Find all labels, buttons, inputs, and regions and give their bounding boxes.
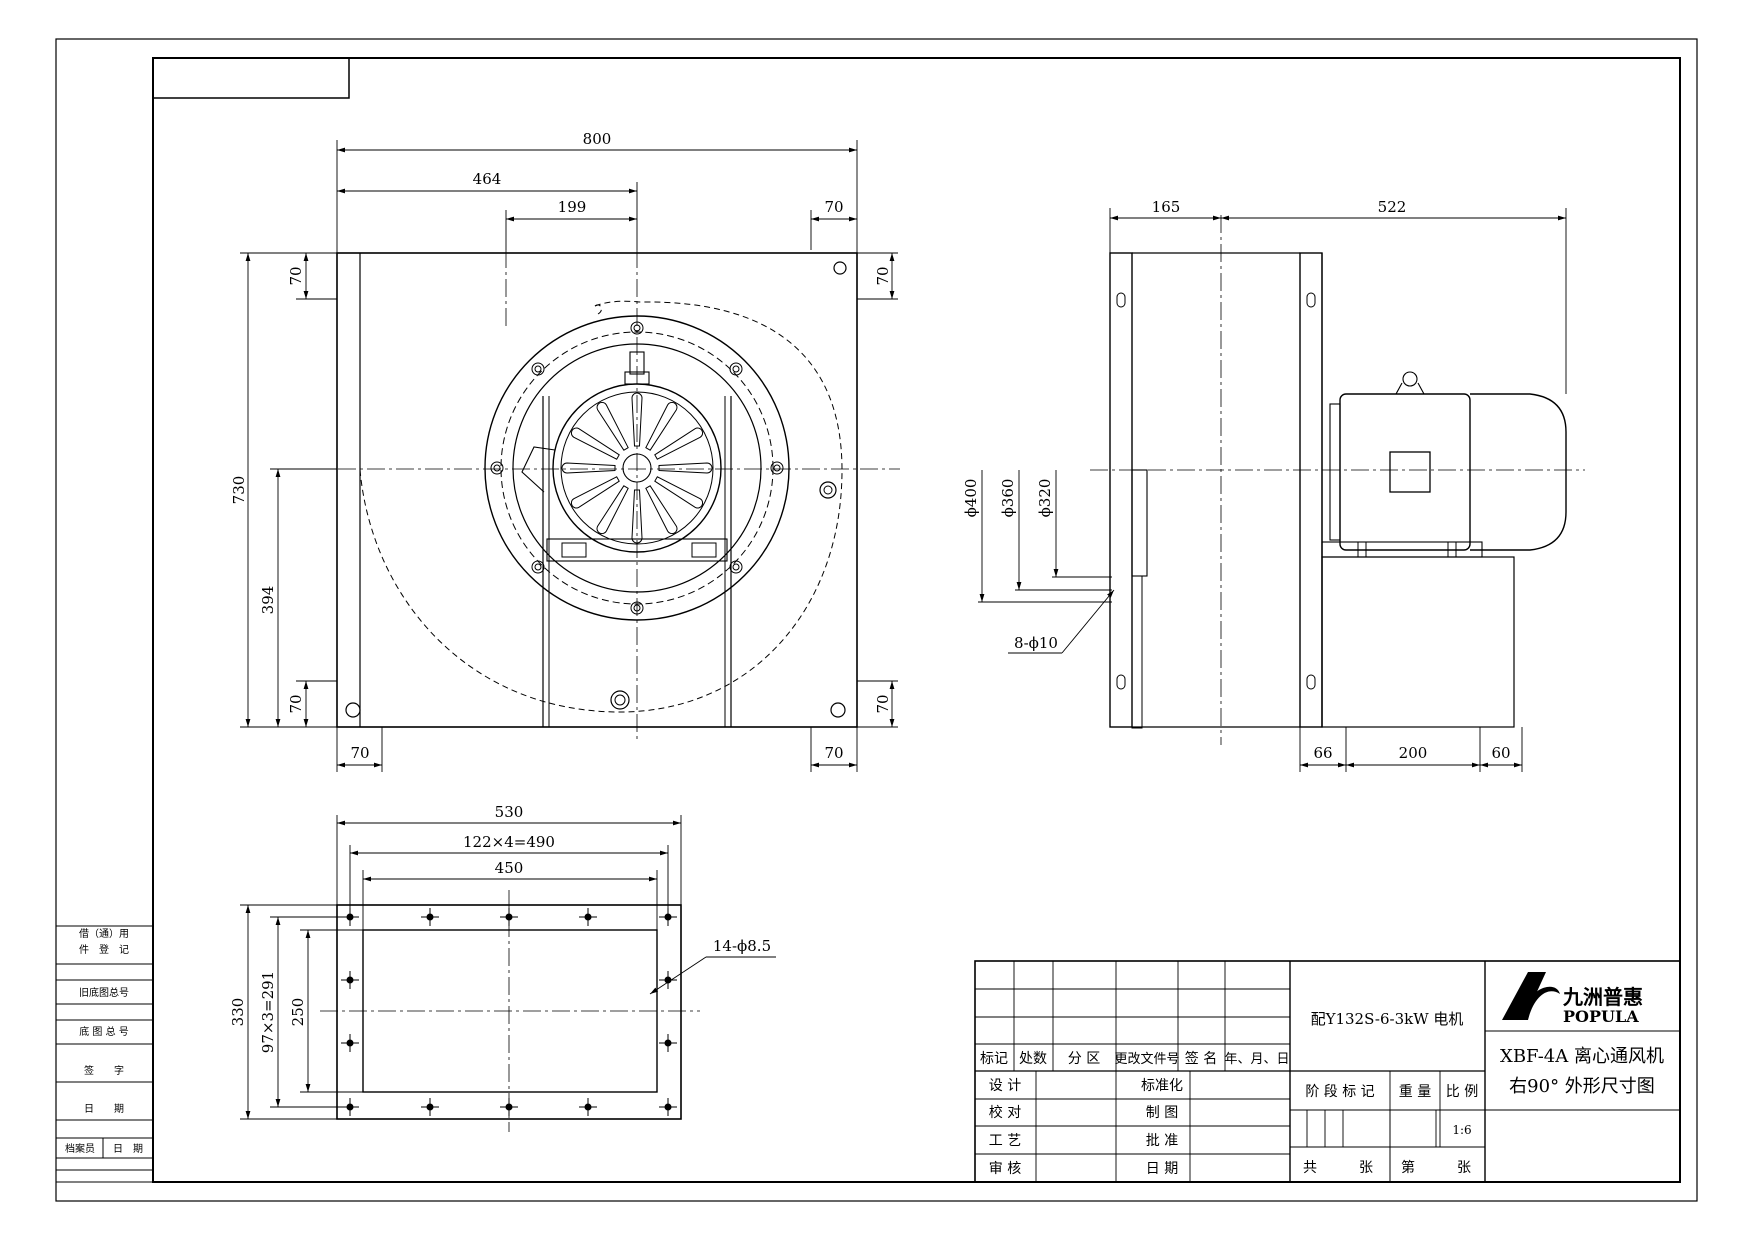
outlet-flange-view xyxy=(320,890,700,1132)
tb-header-date: 年、月、日 xyxy=(1224,1052,1289,1067)
dim-front-width: 800 xyxy=(583,130,612,148)
tb-sheets: 张 xyxy=(1359,1160,1373,1176)
tb-drafting: 制 图 xyxy=(1146,1105,1178,1121)
dim-outlet-width: 530 xyxy=(495,803,524,821)
tb-date: 日 期 xyxy=(1146,1161,1178,1177)
tb-standard: 标准化 xyxy=(1141,1078,1183,1094)
left-strip-labels: 借（通）用 件 登 记 旧底图总号 底 图 总 号 签 字 日 期 档案员 日 … xyxy=(65,928,143,1155)
borrow-label-2: 件 登 记 xyxy=(79,943,129,956)
dim-front-right-bottom: 70 xyxy=(874,694,892,713)
dim-outlet-holes: 14-ϕ8.5 xyxy=(713,937,771,955)
dim-front-right-top: 70 xyxy=(874,266,892,285)
left-strip-table xyxy=(55,925,154,1183)
dim-front-height: 730 xyxy=(230,476,248,505)
archivist-label: 档案员 xyxy=(65,1142,95,1155)
dim-front-left-center: 464 xyxy=(473,170,502,188)
dim-outlet-pitch-x: 122×4=490 xyxy=(463,833,555,851)
dim-inlet-holes: 8-ϕ10 xyxy=(1014,634,1058,652)
dim-front-center-height: 394 xyxy=(259,586,277,615)
old-base-number-label: 旧底图总号 xyxy=(79,986,129,999)
tb-stage: 阶 段 标 记 xyxy=(1305,1084,1374,1100)
dim-outlet-height: 330 xyxy=(229,998,247,1027)
side-view xyxy=(1090,215,1585,745)
tb-header-sign: 签 名 xyxy=(1185,1050,1217,1067)
dim-outlet-pitch-y: 97×3=291 xyxy=(259,971,277,1053)
title-block xyxy=(974,960,1681,1183)
tb-header-count: 处数 xyxy=(1019,1051,1047,1067)
motor-fin xyxy=(570,476,620,509)
tb-header-zone: 分 区 xyxy=(1068,1051,1100,1067)
dim-side-base-60: 60 xyxy=(1491,744,1510,762)
motor-fin xyxy=(645,401,678,451)
tb-weight: 重 量 xyxy=(1399,1084,1431,1100)
dim-front-bottom-left: 70 xyxy=(350,744,369,762)
tb-approve: 批 准 xyxy=(1146,1133,1178,1149)
motor-fin xyxy=(596,401,629,451)
sheet-border xyxy=(55,38,1698,1202)
logo-english-name: POPULA xyxy=(1563,1007,1639,1026)
tb-scale: 比 例 xyxy=(1446,1084,1478,1100)
motor-fin xyxy=(561,462,616,474)
motor-fin xyxy=(596,485,629,535)
dim-front-left-top: 70 xyxy=(287,266,305,285)
tb-check: 校 对 xyxy=(989,1104,1021,1121)
logo-chinese-name: 九洲普惠 xyxy=(1562,985,1643,1009)
borrow-label-1: 借（通）用 xyxy=(79,928,129,940)
tb-product-line1: XBF-4A 离心通风机 xyxy=(1500,1046,1664,1067)
tb-motor: 配Y132S-6-3kW 电机 xyxy=(1311,1010,1464,1028)
dim-side-inlet-depth: 165 xyxy=(1152,198,1181,216)
signature-label: 签 字 xyxy=(84,1064,124,1077)
dim-front-bottom-right: 70 xyxy=(824,744,843,762)
motor-fin xyxy=(631,489,643,544)
dim-diameter-360: ϕ360 xyxy=(999,479,1017,518)
motor-fin xyxy=(654,476,704,509)
motor-fin xyxy=(658,462,713,474)
tb-process: 工 艺 xyxy=(989,1133,1021,1149)
tb-design: 设 计 xyxy=(989,1078,1021,1094)
dim-outlet-inner-height: 250 xyxy=(289,998,307,1027)
tb-review: 审 核 xyxy=(989,1161,1021,1177)
tb-header-doc: 更改文件号 xyxy=(1114,1052,1179,1067)
tb-sheet-unit: 张 xyxy=(1457,1160,1471,1176)
side-view-dimension-text: 165 522 ϕ400 ϕ360 ϕ320 8-ϕ10 66 200 60 xyxy=(962,198,1511,762)
dim-side-base-200: 200 xyxy=(1399,744,1428,762)
motor-fin xyxy=(631,392,643,447)
tb-header-mark: 标记 xyxy=(980,1051,1008,1067)
front-casing-plate xyxy=(336,252,858,728)
front-view-dimensions xyxy=(240,140,898,772)
dim-diameter-400: ϕ400 xyxy=(962,479,980,518)
side-view-dimensions xyxy=(978,208,1567,772)
dim-diameter-320: ϕ320 xyxy=(1036,479,1054,518)
company-logo: 九洲普惠 POPULA xyxy=(1502,972,1643,1026)
tb-product-line2: 右90° 外形尺寸图 xyxy=(1509,1076,1655,1097)
base-number-label: 底 图 总 号 xyxy=(79,1025,129,1038)
outlet-flange-dimensions xyxy=(240,815,776,1120)
front-view xyxy=(280,250,900,740)
dim-front-outlet-offset: 199 xyxy=(558,198,587,216)
dim-front-top-right: 70 xyxy=(824,198,843,216)
motor-fin xyxy=(654,427,704,460)
dim-outlet-inner-width: 450 xyxy=(495,859,524,877)
archivist-date-label: 日 期 xyxy=(113,1143,143,1155)
tb-total: 共 xyxy=(1303,1160,1317,1176)
dim-side-base-66: 66 xyxy=(1313,744,1332,762)
outlet-flange-dimension-text: 530 122×4=490 450 14-ϕ8.5 330 97×3=291 2… xyxy=(229,803,771,1053)
dim-front-left-bottom: 70 xyxy=(287,694,305,713)
tb-scale-value: 1:6 xyxy=(1452,1123,1471,1137)
motor-fin xyxy=(570,427,620,460)
dim-side-motor-depth: 522 xyxy=(1378,198,1407,216)
date-label: 日 期 xyxy=(84,1103,124,1115)
motor-fin xyxy=(645,485,678,535)
logo-mark-icon xyxy=(1502,972,1546,1020)
front-view-dimension-text: 800 464 199 70 730 394 70 70 70 70 70 70 xyxy=(230,130,892,762)
tb-sheet-no: 第 xyxy=(1401,1159,1415,1176)
title-block-text: 标记 处数 分 区 更改文件号 签 名 年、月、日 设 计 校 对 工 艺 审 … xyxy=(980,1010,1664,1177)
